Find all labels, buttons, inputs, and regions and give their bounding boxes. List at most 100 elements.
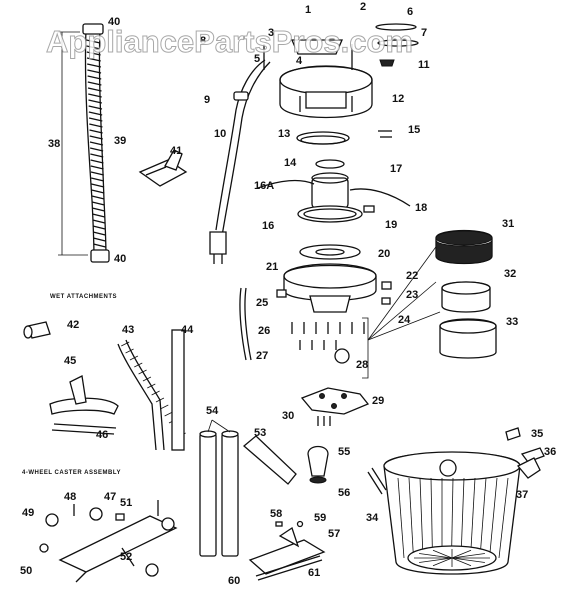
callout-25: 25 — [256, 297, 268, 309]
crevice-tool — [242, 435, 297, 485]
hatch-stroke — [451, 557, 472, 567]
callout-22: 22 — [406, 270, 418, 282]
filter-foam-31 — [435, 229, 493, 265]
knob — [379, 59, 395, 67]
hatch-stroke — [89, 129, 103, 134]
float-ball — [334, 348, 350, 364]
caster-47 — [89, 507, 103, 521]
callout-41: 41 — [170, 145, 182, 157]
floor-tool-57 — [248, 539, 326, 575]
hatch-stroke — [92, 219, 106, 224]
switch-and-cord — [209, 59, 271, 264]
handle-strip — [375, 23, 417, 31]
hatch-stroke — [479, 477, 487, 559]
callout-31: 31 — [502, 218, 514, 230]
latch-22 — [381, 281, 392, 290]
callout-1: 1 — [305, 4, 311, 16]
callout-21: 21 — [266, 261, 278, 273]
hatch-stroke — [93, 243, 106, 248]
callout-39: 39 — [114, 135, 126, 147]
motor-head — [263, 23, 419, 119]
bristles-56 — [309, 476, 327, 484]
hatch-stroke — [92, 225, 106, 230]
hatch-stroke — [125, 348, 134, 354]
hatch-stroke — [155, 397, 165, 403]
callout-14: 14 — [284, 157, 297, 169]
caption-wet-attachments: WET ATTACHMENTS — [50, 294, 117, 300]
wand-44 — [171, 329, 185, 451]
hatch-stroke — [88, 105, 103, 110]
callout-40-bottom: 40 — [114, 253, 126, 265]
motor — [257, 172, 411, 223]
hatch-stroke — [88, 117, 103, 122]
wet-attachments — [23, 321, 186, 451]
callout-33: 33 — [506, 316, 518, 328]
hatch-stroke — [91, 183, 105, 188]
hose-cuff-top — [82, 23, 104, 35]
hatch-stroke — [451, 549, 472, 559]
callout-5: 5 — [254, 53, 260, 65]
hatch-stroke — [489, 477, 498, 559]
hatch-stroke — [147, 383, 156, 389]
hatch-stroke — [90, 153, 104, 158]
handle — [291, 39, 343, 55]
hatch-stroke — [430, 477, 433, 559]
latch-36 — [520, 447, 545, 463]
hatch-stroke — [87, 75, 102, 80]
squeegee-45 — [49, 397, 119, 415]
dolly-frame — [58, 515, 178, 573]
callout-23: 23 — [406, 289, 418, 301]
hatch-stroke — [91, 195, 105, 200]
callout-32: 32 — [504, 268, 516, 280]
hatch-stroke — [88, 93, 102, 98]
hatch-stroke — [89, 123, 103, 128]
hatch-stroke — [129, 355, 139, 361]
callout-54: 54 — [206, 405, 219, 417]
callout-40-top: 40 — [108, 16, 120, 28]
hatch-stroke — [89, 141, 104, 146]
hatch-stroke — [460, 477, 465, 559]
callout-28: 28 — [356, 359, 368, 371]
hatch-stroke — [419, 557, 453, 563]
wand-43 — [117, 343, 157, 451]
part-59 — [296, 520, 304, 528]
callout-15: 15 — [408, 124, 420, 136]
hatch-stroke — [87, 63, 102, 68]
hatch-stroke — [432, 557, 453, 567]
callout-51: 51 — [120, 497, 132, 509]
caster-50 — [39, 543, 49, 553]
callout-55: 55 — [338, 446, 350, 458]
hose-assembly — [58, 23, 110, 263]
callout-16a: 16A — [254, 180, 274, 192]
hose-ribs — [86, 39, 106, 248]
callout-2: 2 — [360, 1, 366, 13]
callout-26: 26 — [258, 325, 270, 337]
hatch-stroke — [134, 362, 143, 368]
callout-30: 30 — [282, 410, 294, 422]
hatch-stroke — [451, 553, 485, 559]
hatch-stroke — [91, 177, 105, 182]
callout-50: 50 — [20, 565, 32, 577]
callout-labels: 1 2 3 4 5 6 7 8 9 10 11 12 13 14 15 16 1… — [20, 1, 556, 587]
hatch-stroke — [89, 147, 104, 152]
hatch-stroke — [470, 477, 476, 559]
callout-8: 8 — [200, 35, 206, 47]
watermark: AppliancePartsPros.com — [46, 24, 413, 59]
callout-10: 10 — [214, 128, 226, 140]
lid — [276, 263, 392, 313]
callout-57: 57 — [328, 528, 340, 540]
tube-25 — [239, 287, 247, 361]
caster-assembly — [39, 500, 178, 583]
callout-60: 60 — [228, 575, 240, 587]
wire-18 — [349, 188, 411, 207]
callout-43: 43 — [122, 324, 134, 336]
hatch-stroke — [92, 213, 105, 218]
callout-59: 59 — [314, 512, 326, 524]
hatch-stroke — [87, 87, 102, 92]
callout-58: 58 — [270, 508, 282, 520]
callout-4: 4 — [296, 55, 303, 67]
floor-nozzle — [138, 149, 188, 187]
clip-35 — [505, 427, 521, 441]
